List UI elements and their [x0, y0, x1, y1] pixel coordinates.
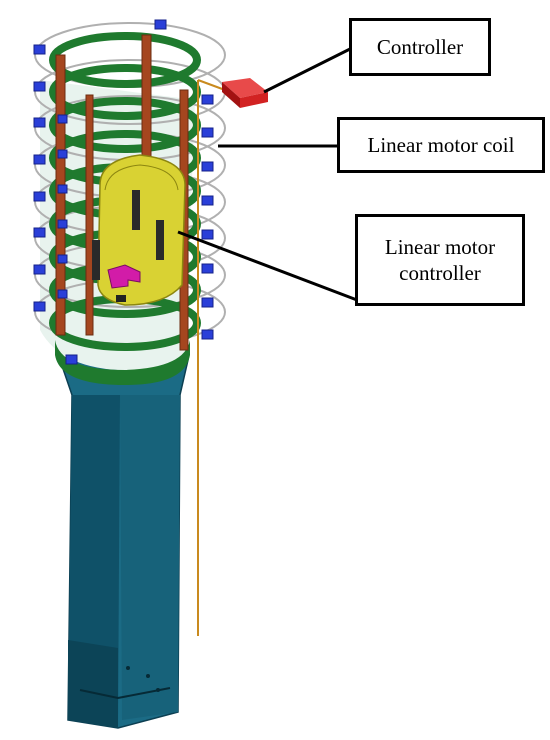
magenta-component — [107, 264, 141, 302]
leader-lmc — [177, 230, 358, 302]
linear-motor-controller-label: Linear motor controller — [355, 214, 525, 306]
coil-ring-front — [55, 340, 190, 385]
tube-body — [58, 359, 189, 729]
leader-lines — [177, 46, 358, 302]
controller-cable — [197, 79, 226, 636]
linear-motor-coil-label: Linear motor coil — [337, 117, 545, 173]
controller-label: Controller — [349, 18, 491, 76]
leader-controller — [263, 46, 353, 94]
controller-capsule — [92, 154, 186, 306]
controller-block — [222, 78, 268, 108]
connectors — [33, 19, 214, 365]
